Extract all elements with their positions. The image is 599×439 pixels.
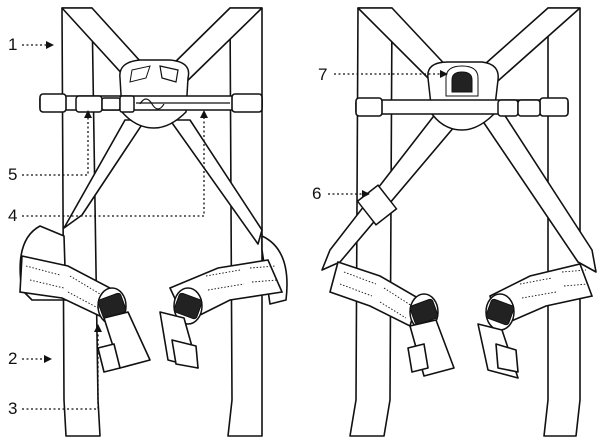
callout-7: 7 [318, 65, 448, 84]
back-left-thigh-stitching [339, 271, 413, 319]
front-view-harness [19, 7, 288, 437]
back-chest-strap-keeper-left [355, 97, 383, 117]
front-chest-buckle [75, 95, 103, 113]
callout-1-label: 1 [8, 35, 17, 54]
back-left-leg-strap-end [407, 343, 429, 373]
callout-1: 1 [8, 35, 54, 54]
back-view-harness [321, 7, 597, 437]
back-right-leg-strap-end [495, 343, 519, 373]
callout-6-label: 6 [312, 184, 321, 203]
back-right-leg-buckle-bar [485, 298, 515, 326]
callout-7-label: 7 [318, 65, 327, 84]
callout-4: 4 [8, 110, 208, 225]
callout-3-label: 3 [8, 399, 17, 418]
back-chest-buckle [497, 99, 519, 117]
front-chest-buckle-clip [101, 97, 121, 111]
callout-6: 6 [312, 184, 370, 203]
front-right-leg-strap-end [171, 339, 199, 369]
back-dorsal-d-ring-inner [451, 71, 473, 93]
front-left-thigh-stitching [25, 265, 101, 309]
front-chest-buckle-tongue [119, 95, 135, 113]
front-lower-diagonal-right [169, 119, 263, 245]
callout-3: 3 [8, 324, 102, 418]
callout-5-label: 5 [8, 165, 17, 184]
front-chest-strap-keeper-left [39, 93, 67, 113]
front-chest-plate-slot-right [159, 65, 179, 83]
callout-5: 5 [8, 110, 92, 184]
callout-2-label: 2 [8, 349, 17, 368]
front-chest-loop [139, 98, 165, 110]
front-left-leg-strap-end [97, 343, 121, 373]
callout-2: 2 [8, 349, 52, 368]
back-chest-buckle-clip [517, 99, 541, 117]
front-chest-strap-keeper-right [231, 93, 263, 113]
front-right-thigh-stitching [205, 265, 279, 291]
back-right-thigh-stitching [519, 269, 589, 299]
back-chest-strap-keeper-right [539, 97, 569, 117]
front-chest-plate-slot-left [129, 65, 151, 83]
front-right-leg-buckle-bar [173, 292, 203, 320]
callout-4-label: 4 [8, 206, 17, 225]
